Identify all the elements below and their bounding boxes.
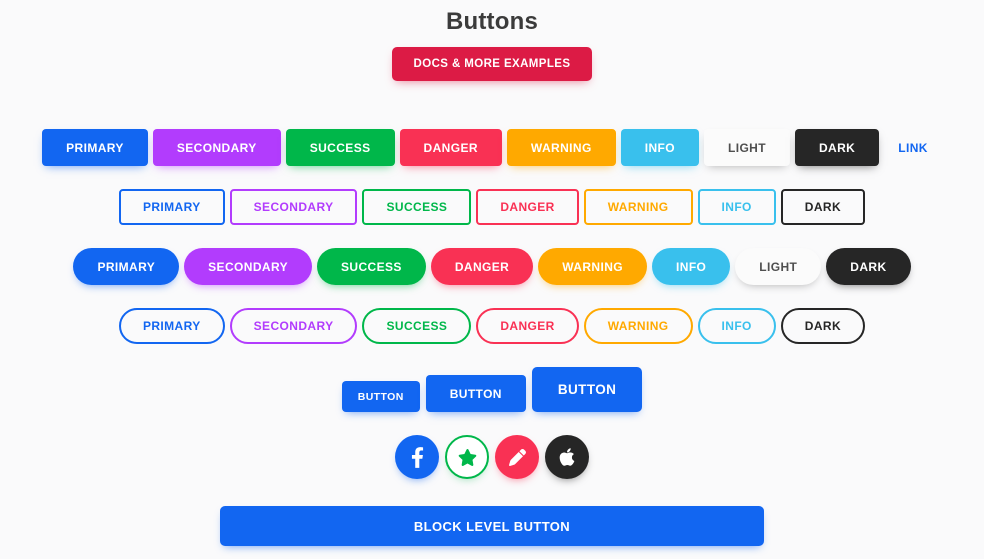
facebook-button[interactable]	[395, 435, 439, 479]
solid-dark-button[interactable]: DARK	[794, 129, 880, 166]
block-button-row: BLOCK LEVEL BUTTON	[0, 506, 984, 546]
solid-primary-button[interactable]: PRIMARY	[42, 129, 148, 166]
facebook-icon	[411, 446, 424, 468]
link-button[interactable]: LINK	[884, 131, 942, 165]
rounded-info-button[interactable]: INFO	[652, 248, 731, 285]
solid-light-button[interactable]: LIGHT	[703, 129, 790, 166]
rounded-outline-warning-button[interactable]: WARNING	[583, 308, 693, 344]
rounded-dark-button[interactable]: DARK	[826, 248, 911, 285]
docs-row: DOCS & MORE EXAMPLES	[0, 47, 984, 81]
rounded-light-button[interactable]: LIGHT	[735, 248, 822, 285]
solid-info-button[interactable]: INFO	[620, 129, 699, 166]
solid-warning-button[interactable]: WARNING	[506, 129, 616, 166]
solid-danger-button[interactable]: DANGER	[399, 129, 502, 166]
page-title: Buttons	[445, 8, 539, 35]
rounded-buttons-row: PRIMARY SECONDARY SUCCESS DANGER WARNING…	[0, 248, 984, 285]
apple-icon	[559, 447, 575, 467]
apple-button[interactable]	[545, 435, 589, 479]
outline-primary-button[interactable]: PRIMARY	[118, 189, 225, 225]
rounded-primary-button[interactable]: PRIMARY	[73, 248, 180, 285]
rounded-outline-success-button[interactable]: SUCCESS	[362, 308, 472, 344]
icon-buttons-row	[0, 435, 984, 479]
rounded-outline-secondary-button[interactable]: SECONDARY	[229, 308, 358, 344]
pencil-icon	[508, 448, 526, 466]
rounded-outline-buttons-row: PRIMARY SECONDARY SUCCESS DANGER WARNING…	[0, 308, 984, 344]
rounded-outline-dark-button[interactable]: DARK	[780, 308, 866, 344]
rounded-danger-button[interactable]: DANGER	[430, 248, 534, 285]
outline-info-button[interactable]: INFO	[697, 189, 776, 225]
large-button[interactable]: BUTTON	[531, 367, 643, 412]
outline-secondary-button[interactable]: SECONDARY	[229, 189, 358, 225]
medium-button[interactable]: BUTTON	[425, 375, 526, 412]
outline-dark-button[interactable]: DARK	[780, 189, 866, 225]
solid-buttons-row: PRIMARY SECONDARY SUCCESS DANGER WARNING…	[0, 129, 984, 166]
block-level-button[interactable]: BLOCK LEVEL BUTTON	[220, 506, 764, 546]
solid-success-button[interactable]: SUCCESS	[285, 129, 395, 166]
outline-danger-button[interactable]: DANGER	[476, 189, 579, 225]
outline-warning-button[interactable]: WARNING	[583, 189, 693, 225]
outline-buttons-row: PRIMARY SECONDARY SUCCESS DANGER WARNING…	[0, 189, 984, 225]
rounded-warning-button[interactable]: WARNING	[538, 248, 648, 285]
outline-success-button[interactable]: SUCCESS	[362, 189, 472, 225]
star-button[interactable]	[445, 435, 489, 479]
rounded-outline-info-button[interactable]: INFO	[697, 308, 776, 344]
star-icon	[458, 448, 477, 466]
small-button[interactable]: BUTTON	[341, 381, 420, 412]
rounded-success-button[interactable]: SUCCESS	[316, 248, 426, 285]
pencil-button[interactable]	[495, 435, 539, 479]
docs-and-examples-button[interactable]: DOCS & MORE EXAMPLES	[391, 47, 593, 81]
rounded-outline-primary-button[interactable]: PRIMARY	[118, 308, 225, 344]
solid-secondary-button[interactable]: SECONDARY	[152, 129, 281, 166]
size-buttons-row: BUTTON BUTTON BUTTON	[0, 367, 984, 412]
rounded-outline-danger-button[interactable]: DANGER	[476, 308, 579, 344]
rounded-secondary-button[interactable]: SECONDARY	[184, 248, 312, 285]
